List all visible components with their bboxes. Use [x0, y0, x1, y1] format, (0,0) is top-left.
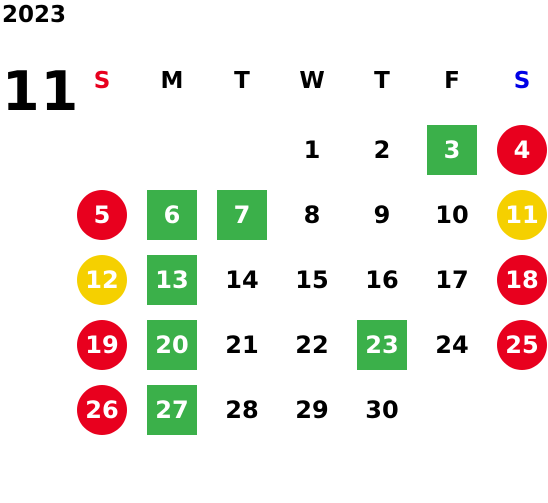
weekday-header: M — [160, 68, 184, 94]
day-cell[interactable]: 6 — [147, 190, 197, 240]
day-cell[interactable]: 30 — [365, 396, 399, 424]
day-cell[interactable]: 16 — [365, 266, 399, 294]
day-cell[interactable]: 13 — [147, 255, 197, 305]
day-cell[interactable]: 18 — [497, 255, 547, 305]
day-cell[interactable]: 26 — [77, 385, 127, 435]
weekday-header: S — [513, 68, 531, 94]
day-cell[interactable]: 25 — [497, 320, 547, 370]
day-cell[interactable]: 27 — [147, 385, 197, 435]
day-cell[interactable]: 19 — [77, 320, 127, 370]
day-cell[interactable]: 7 — [217, 190, 267, 240]
day-cell[interactable]: 5 — [77, 190, 127, 240]
day-cell[interactable]: 24 — [435, 331, 469, 359]
day-cell[interactable]: 28 — [225, 396, 259, 424]
day-cell[interactable]: 21 — [225, 331, 259, 359]
day-cell[interactable]: 12 — [77, 255, 127, 305]
weekday-header: F — [444, 68, 460, 94]
day-cell[interactable]: 10 — [435, 201, 469, 229]
weekday-header: T — [234, 68, 250, 94]
weekday-header: T — [374, 68, 390, 94]
day-cell[interactable]: 8 — [303, 201, 321, 229]
day-cell[interactable]: 23 — [357, 320, 407, 370]
day-cell[interactable]: 14 — [225, 266, 259, 294]
weekday-header: W — [299, 68, 325, 94]
day-cell[interactable]: 17 — [435, 266, 469, 294]
day-cell[interactable]: 9 — [373, 201, 391, 229]
day-cell[interactable]: 3 — [427, 125, 477, 175]
day-cell[interactable]: 2 — [373, 136, 391, 164]
day-cell[interactable]: 1 — [303, 136, 321, 164]
weekday-header: S — [93, 68, 111, 94]
day-cell[interactable]: 4 — [497, 125, 547, 175]
day-cell[interactable]: 11 — [497, 190, 547, 240]
day-cell[interactable]: 22 — [295, 331, 329, 359]
day-cell[interactable]: 20 — [147, 320, 197, 370]
day-cell[interactable]: 15 — [295, 266, 329, 294]
day-cell[interactable]: 29 — [295, 396, 329, 424]
year-label: 2023 — [2, 2, 67, 28]
month-number: 11 — [2, 60, 80, 123]
